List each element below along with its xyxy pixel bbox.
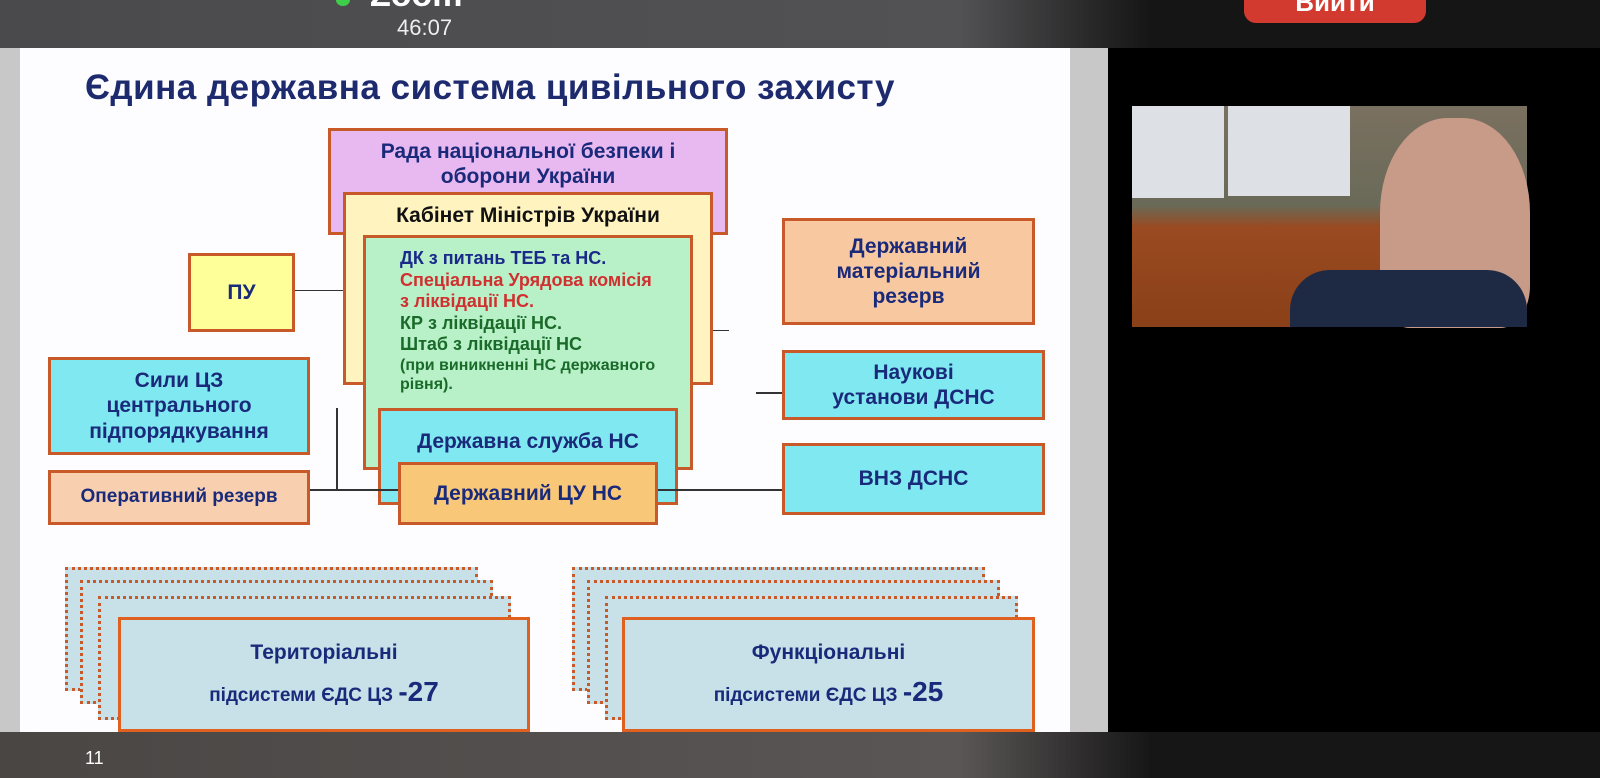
- derzh-sluzhba-label: Державна служба НС: [417, 430, 639, 453]
- wall-paper: [1228, 106, 1350, 196]
- shared-screen: Єдина державна система цивільного захист…: [0, 48, 1108, 732]
- box-territorial: Територіальні підсистеми ЄДС ЦЗ -27: [118, 617, 530, 732]
- box-derzh-cu: Державний ЦУ НС: [398, 462, 658, 525]
- box-oper-rezerv: Оперативний резерв: [48, 470, 310, 525]
- functional-count: -25: [902, 676, 944, 708]
- box-functional: Функціональні підсистеми ЄДС ЦЗ -25: [622, 617, 1035, 732]
- top-bar: Zoom 46:07 Вийти: [0, 0, 1600, 48]
- territorial-sub: підсистеми ЄДС ЦЗ -27: [209, 675, 439, 709]
- secure-status-icon: [336, 0, 350, 6]
- oper-rezerv-label: Оперативний резерв: [80, 486, 278, 508]
- mat-rezerv-label: Державний матеріальний резерв: [836, 234, 981, 309]
- commission-line: КР з ліквідації НС.: [400, 312, 563, 333]
- connector: [658, 489, 782, 491]
- box-syly: Сили ЦЗ центрального підпорядкування: [48, 357, 310, 455]
- territorial-title: Територіальні: [250, 641, 398, 665]
- pu-label: ПУ: [227, 280, 256, 304]
- wall-paper: [1132, 106, 1224, 198]
- commission-line: Штаб з ліквідації НС: [400, 334, 583, 355]
- commission-line: Спеціальна Урядова комісія з ліквідації …: [400, 269, 652, 312]
- commission-line: ДК з питань ТЕБ та НС.: [400, 248, 607, 268]
- territorial-count: -27: [398, 676, 439, 708]
- territorial-sub-text: підсистеми ЄДС ЦЗ: [209, 685, 394, 707]
- derzh-cu-label: Державний ЦУ НС: [433, 481, 623, 505]
- functional-sub: підсистеми ЄДС ЦЗ -25: [714, 675, 944, 709]
- participants-count[interactable]: 11: [85, 748, 104, 768]
- app-title: Zoom: [370, 0, 463, 12]
- kabinet-label: Кабінет Міністрів України: [396, 204, 660, 227]
- functional-sub-text: підсистеми ЄДС ЦЗ: [713, 685, 898, 707]
- functional-title: Функціональні: [751, 641, 906, 665]
- box-mat-rezerv: Державний матеріальний резерв: [782, 218, 1035, 325]
- participant-shirt: [1290, 270, 1527, 327]
- vnz-label: ВНЗ ДСНС: [858, 467, 969, 491]
- rada-label: Рада національної безпеки і оборони Укра…: [380, 140, 676, 189]
- syly-label: Сили ЦЗ центрального підпорядкування: [89, 369, 269, 443]
- connector: [310, 489, 398, 491]
- leave-button[interactable]: Вийти: [1244, 0, 1426, 23]
- bottom-toolbar: 11: [0, 732, 1600, 778]
- connector: [756, 392, 782, 394]
- meeting-timer: 46:07: [397, 15, 453, 40]
- commission-line: (при виникненні НС державного рівня).: [400, 356, 656, 394]
- connector: [336, 408, 338, 490]
- box-pu: ПУ: [188, 253, 295, 332]
- box-naukovi: Наукові установи ДСНС: [782, 350, 1045, 420]
- box-vnz: ВНЗ ДСНС: [782, 443, 1045, 515]
- slide-title: Єдина державна система цивільного захист…: [85, 68, 895, 107]
- connector: [295, 290, 343, 291]
- naukovi-label: Наукові установи ДСНС: [832, 360, 995, 409]
- connector: [713, 330, 729, 331]
